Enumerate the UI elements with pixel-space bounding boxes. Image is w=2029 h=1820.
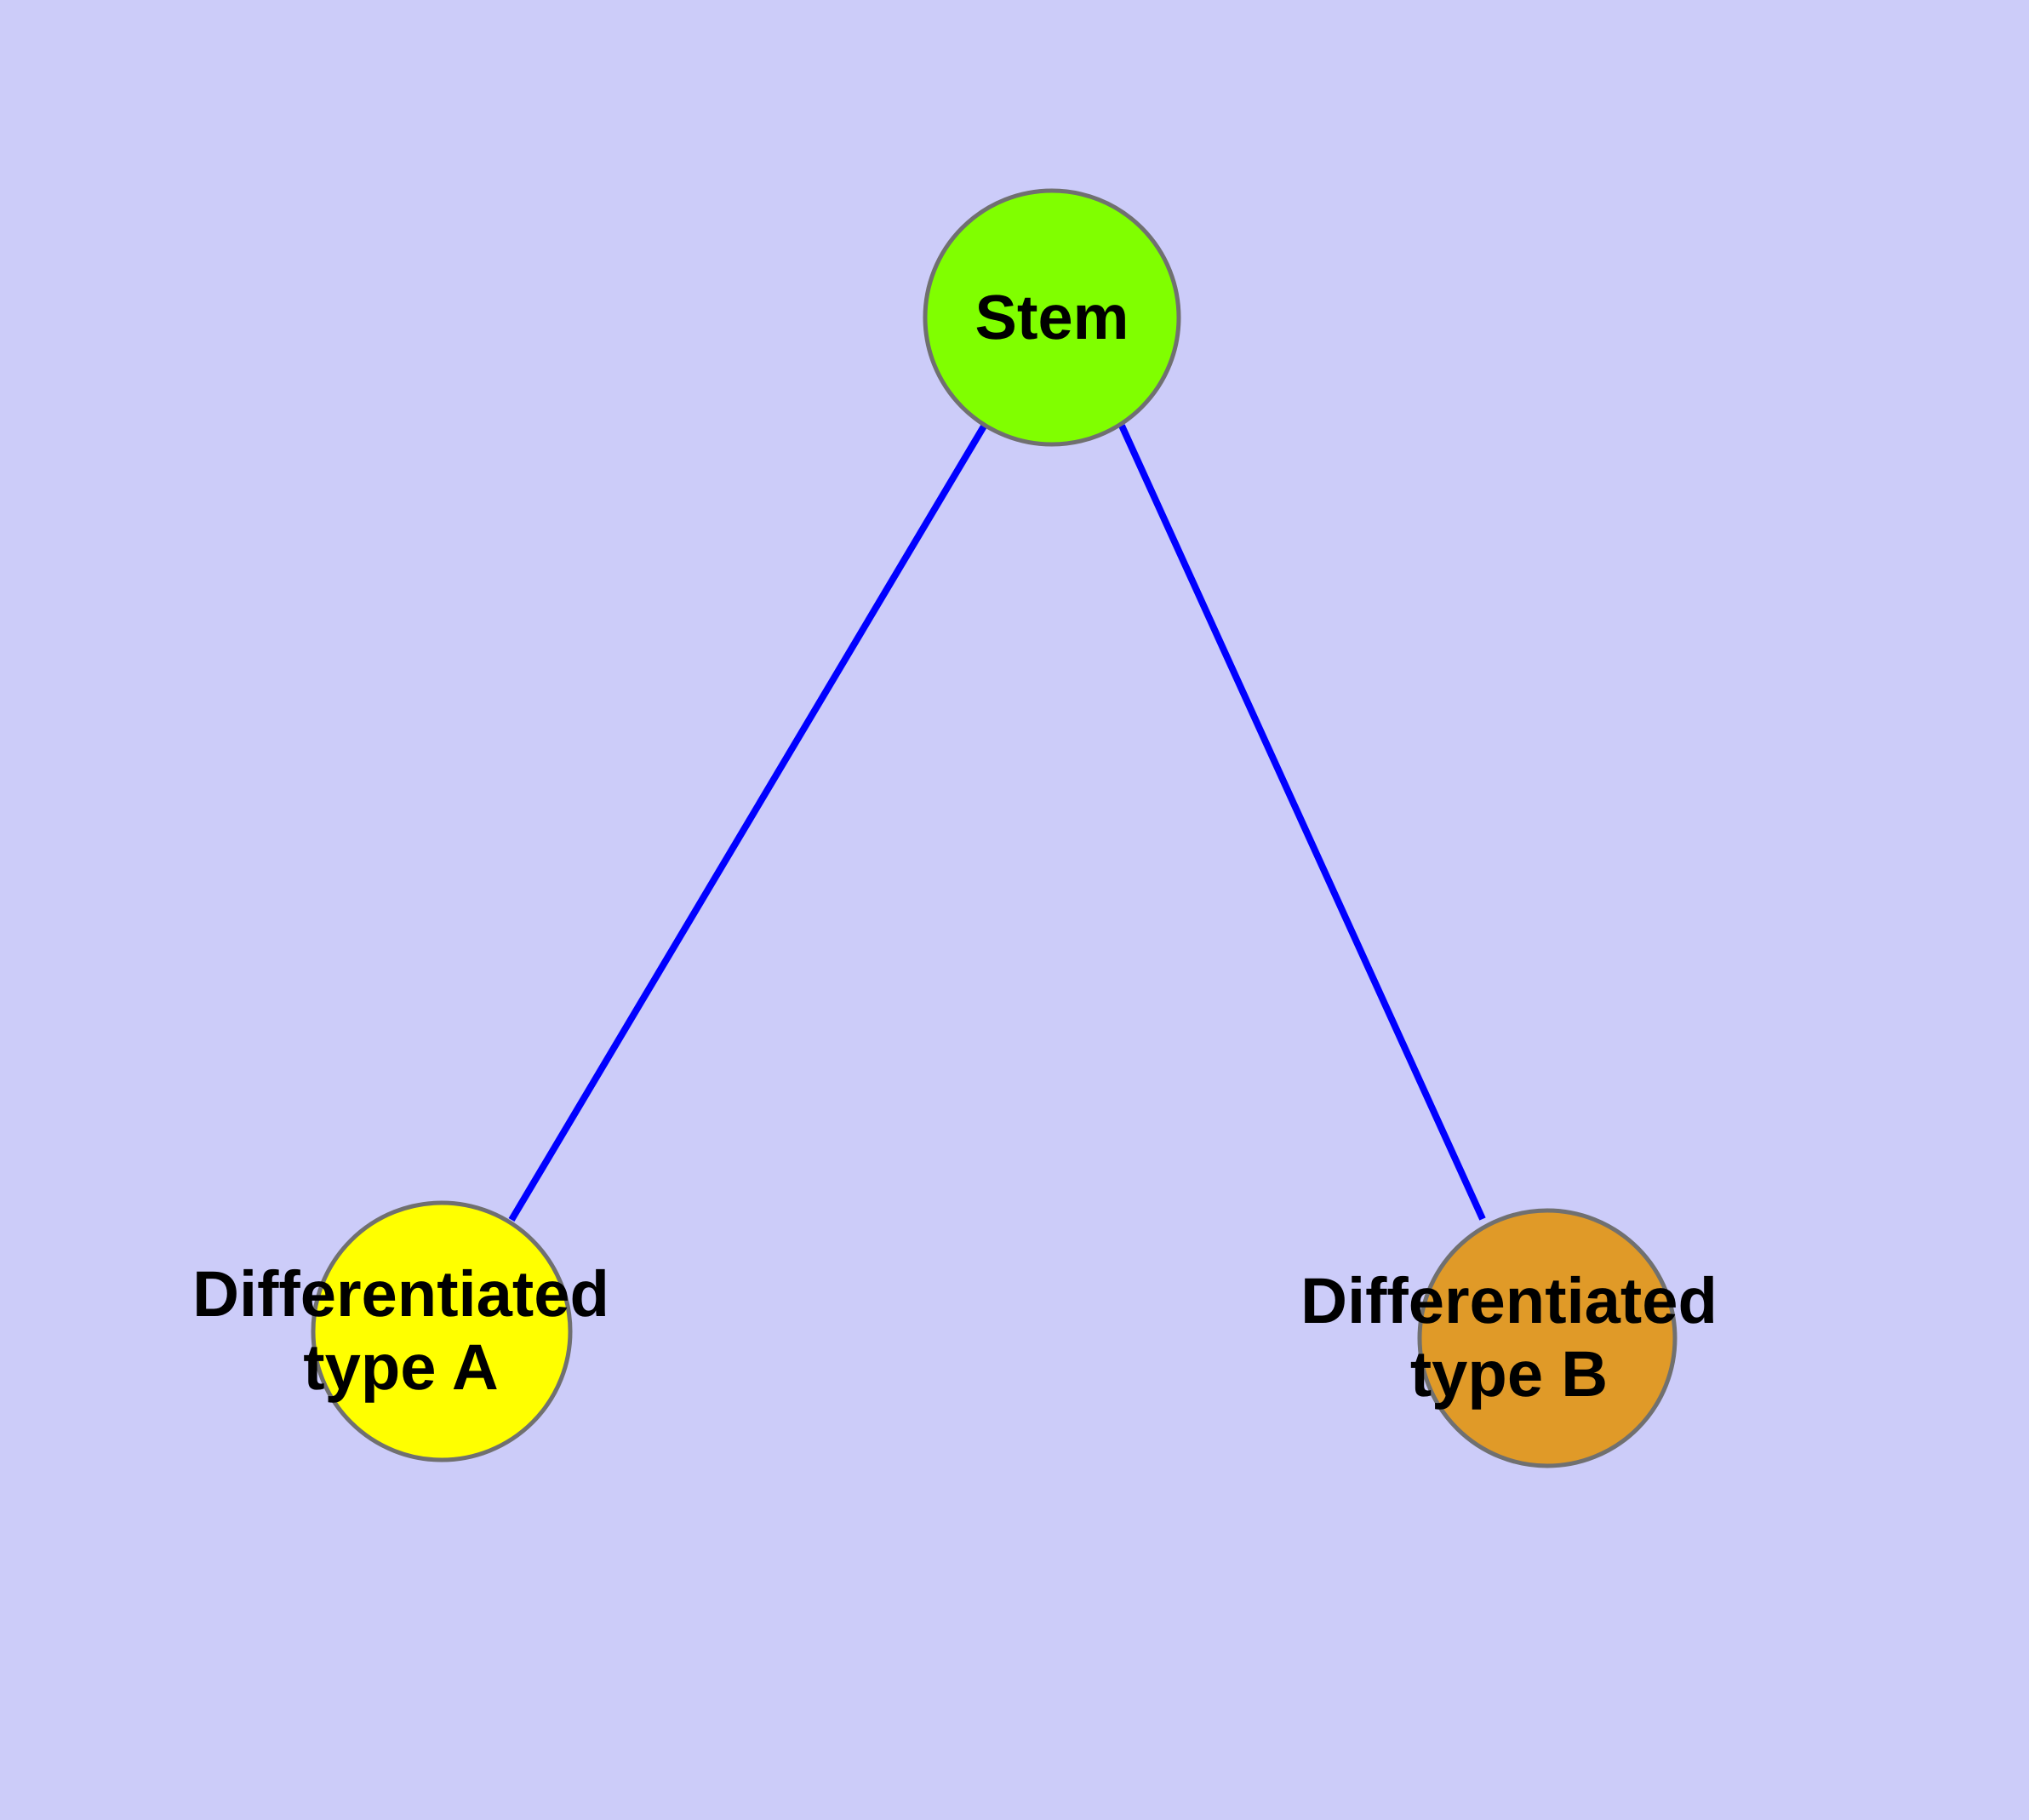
node-layer (311, 188, 1677, 1468)
edge-stem-to-diff-b[interactable] (1118, 424, 1486, 1221)
edge-layer (508, 422, 1486, 1222)
edge-stem-to-diff-a[interactable] (508, 422, 988, 1222)
node-differentiated-type-a[interactable] (311, 1200, 573, 1462)
node-stem[interactable] (923, 188, 1181, 447)
node-differentiated-type-b[interactable] (1417, 1208, 1677, 1468)
